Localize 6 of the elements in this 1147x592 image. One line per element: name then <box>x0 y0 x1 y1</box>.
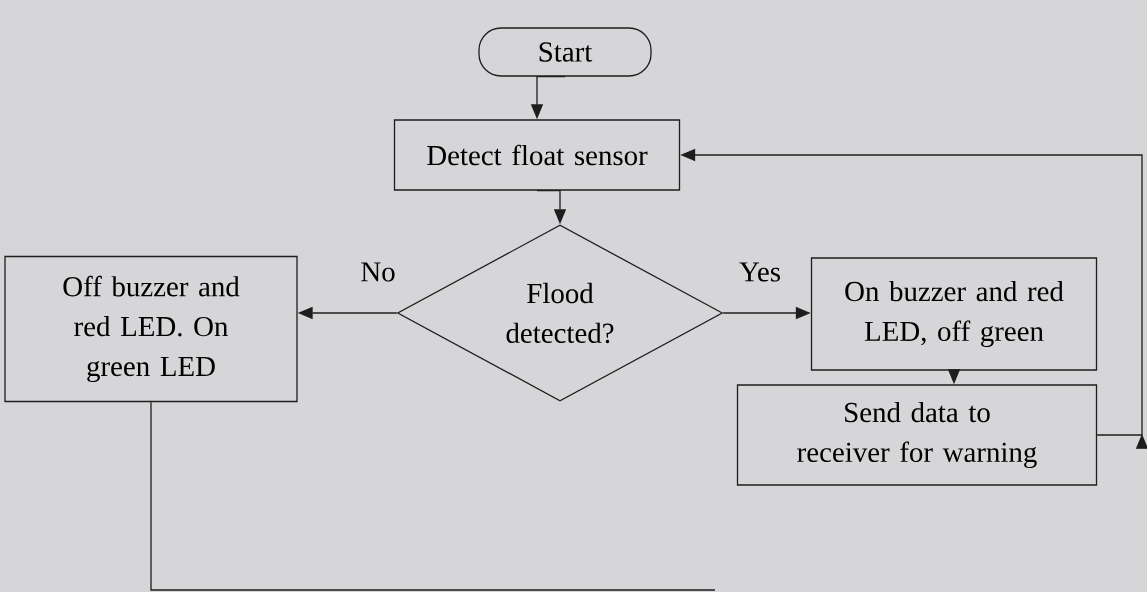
edge-label: No <box>359 261 397 283</box>
process-box: Off buzzer and red LED. On green LED <box>4 255 298 403</box>
process-box: On buzzer and red LED, off green <box>810 257 1098 371</box>
process-box: Send data to receiver for warning <box>736 384 1098 486</box>
process-box: Detect float sensor <box>393 119 681 191</box>
edge-label: Yes <box>738 261 782 283</box>
